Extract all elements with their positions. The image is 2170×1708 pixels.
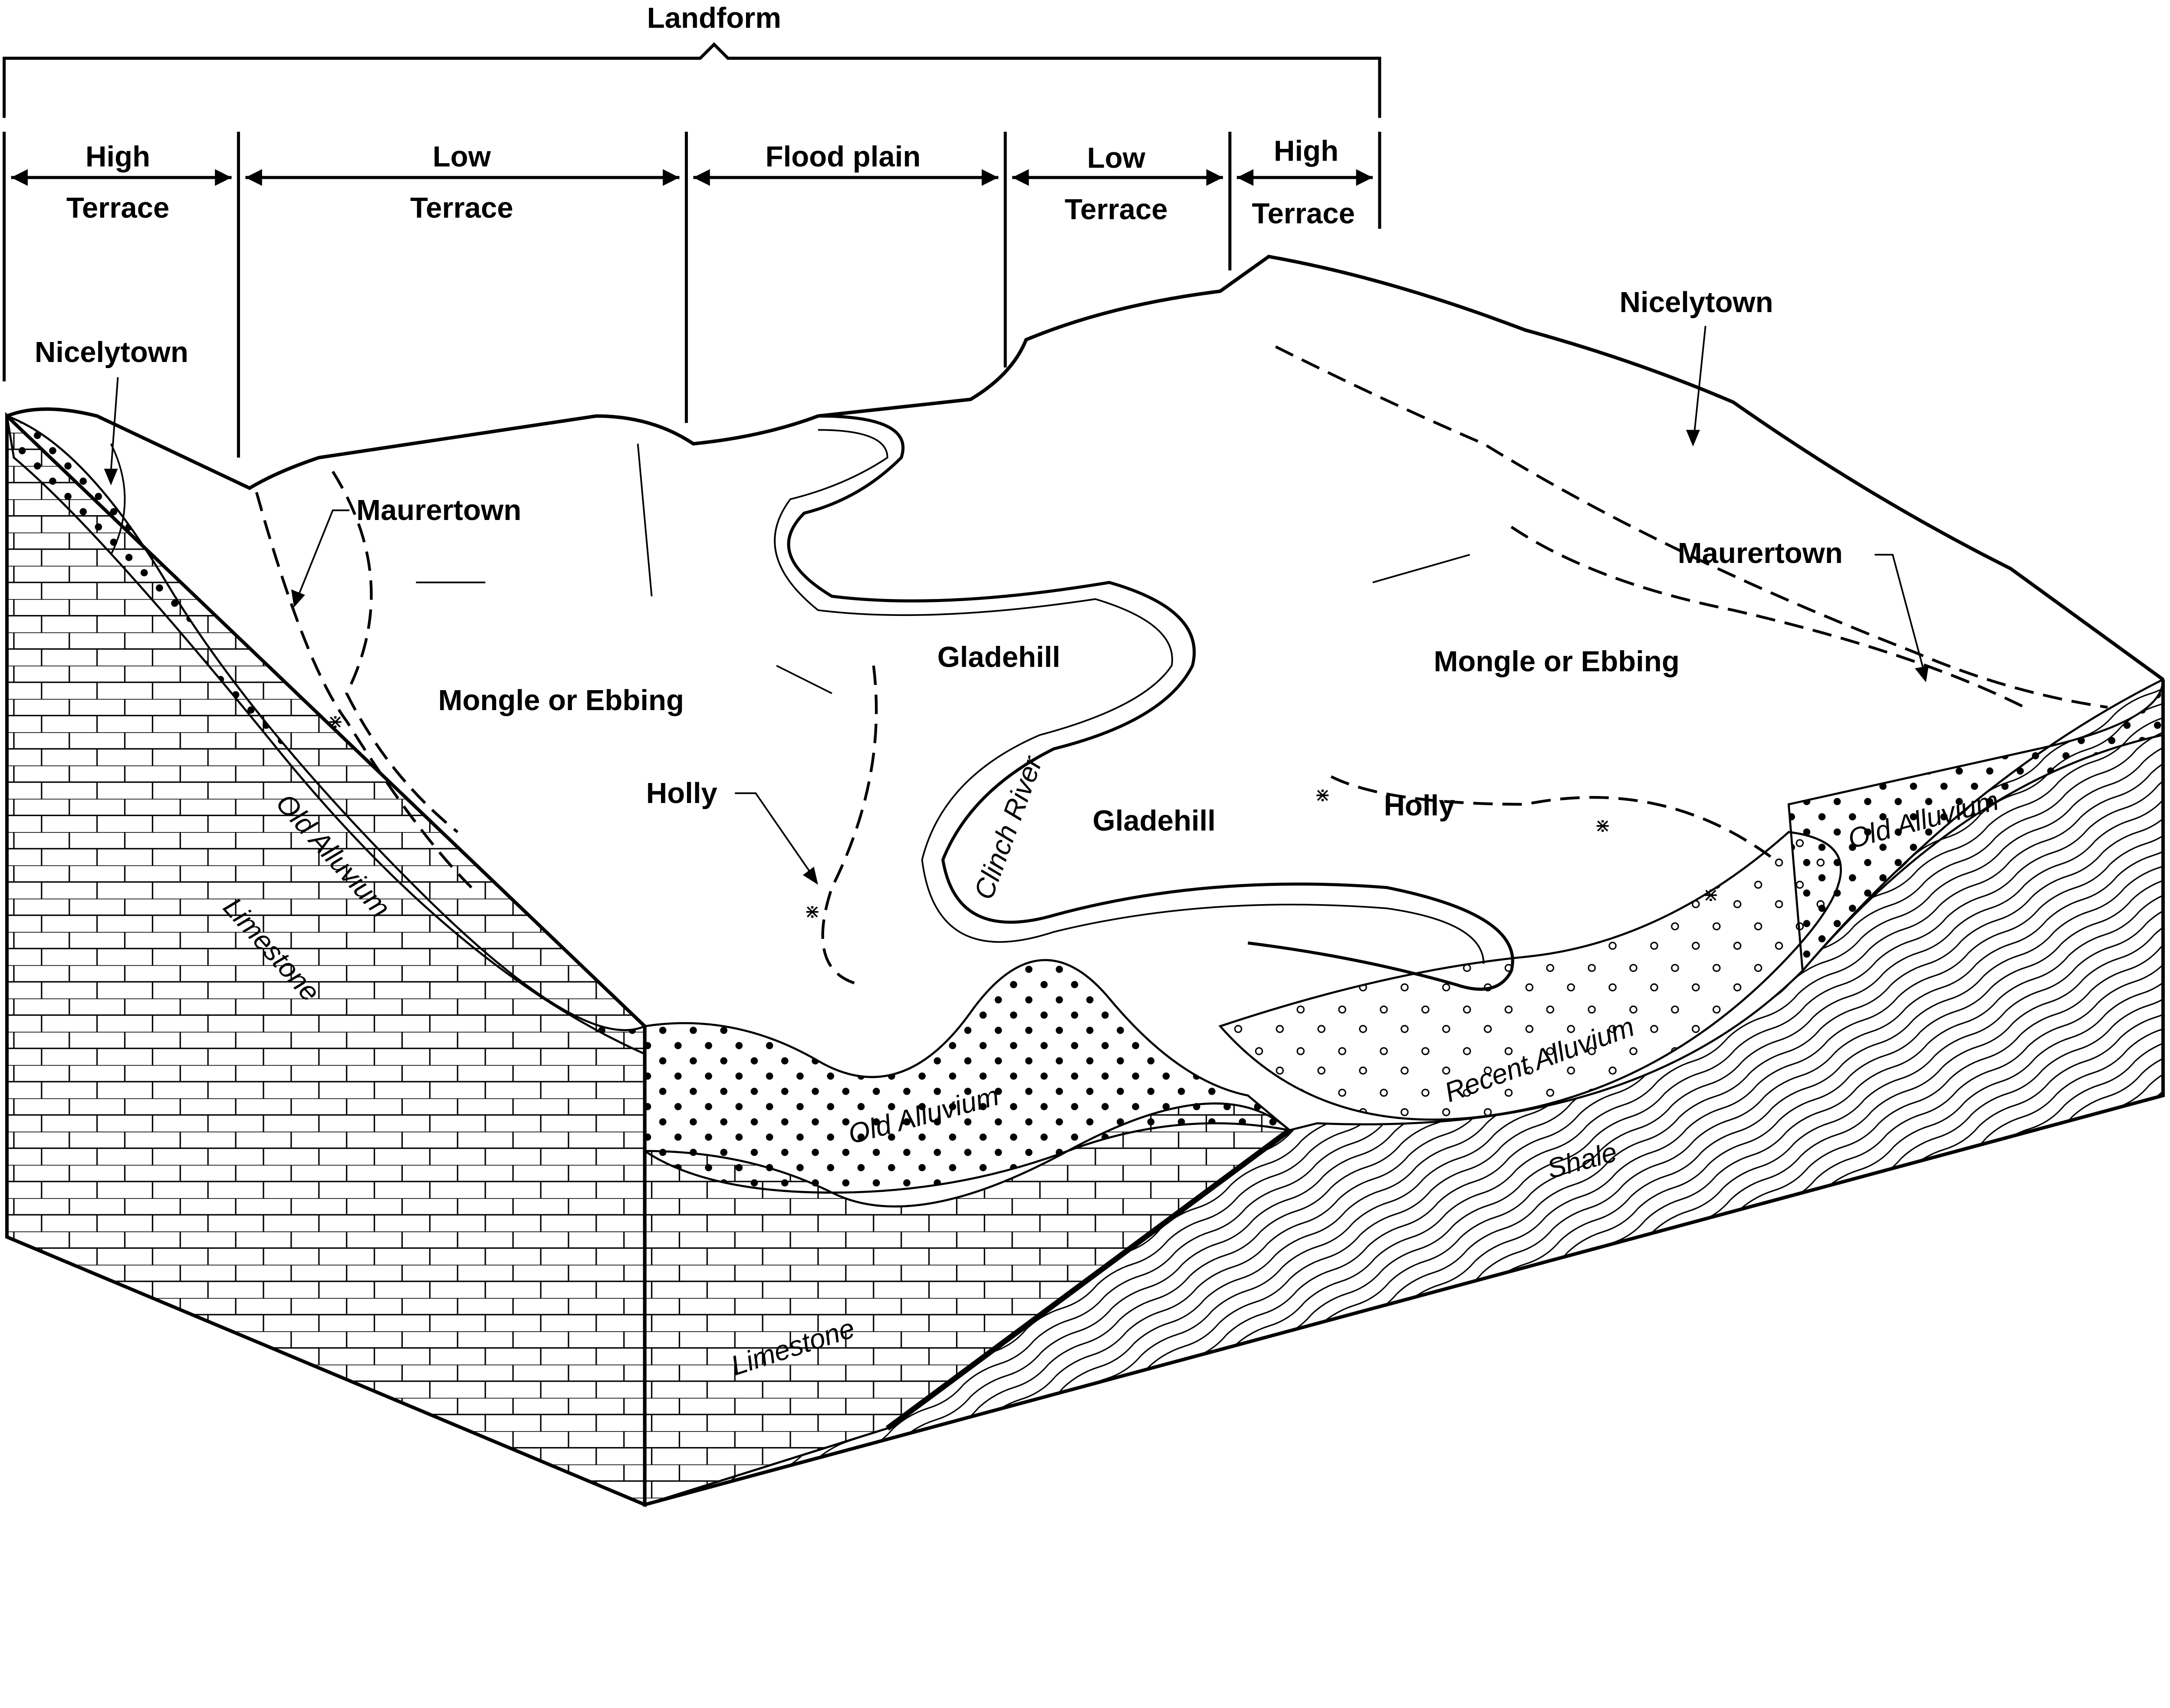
landform-bracket: Landform High Terrace Low Terrace Flood … [3, 2, 1381, 458]
segment-2-line1: Low [433, 140, 491, 173]
segment-5-line1: High [1274, 135, 1338, 168]
clinch-river [787, 414, 1514, 991]
segment-4-line1: Low [1087, 142, 1146, 174]
svg-text:⋇: ⋇ [1315, 783, 1331, 806]
segment-4-line2: Terrace [1065, 193, 1167, 226]
left-face-limestone [5, 412, 647, 1507]
svg-text:⋇: ⋇ [1595, 814, 1611, 837]
segment-5-line2: Terrace [1252, 197, 1355, 230]
segment-3-line1: Flood plain [766, 140, 921, 173]
maurertown-left-label: Maurertown [356, 494, 521, 527]
landform-block-diagram: Landform High Terrace Low Terrace Flood … [3, 2, 2165, 1507]
nicelytown-left-label: Nicelytown [35, 336, 188, 369]
right-old-alluvium [1787, 679, 2164, 974]
gladehill-upper-label: Gladehill [937, 641, 1060, 674]
landform-title: Landform [647, 2, 781, 34]
holly-right-label: Holly [1384, 790, 1455, 822]
segment-1-line1: High [85, 140, 150, 173]
svg-text:⋇: ⋇ [1703, 883, 1719, 906]
block [5, 412, 2165, 1507]
nicelytown-right-label: Nicelytown [1620, 286, 1773, 319]
land-surface: Clinch River Nicelytown Nicelytown Maure… [6, 254, 2164, 991]
mongle-left-label: Mongle or Ebbing [438, 684, 684, 717]
river-label: Clinch River [968, 751, 1049, 904]
front-old-alluvium [644, 959, 1293, 1194]
gladehill-lower-label: Gladehill [1093, 805, 1216, 837]
segment-1-line2: Terrace [66, 192, 169, 224]
marsh-symbols: ⋇ ⋇ ⋇ ⋇ ⋇ [327, 710, 1719, 923]
holly-left-label: Holly [646, 777, 717, 810]
svg-text:⋇: ⋇ [804, 900, 820, 923]
svg-text:⋇: ⋇ [327, 710, 343, 733]
maurertown-right-label: Maurertown [1678, 537, 1843, 569]
mongle-right-label: Mongle or Ebbing [1434, 645, 1679, 678]
segment-2-line2: Terrace [410, 192, 513, 224]
left-face-old-alluvium [5, 414, 646, 1056]
